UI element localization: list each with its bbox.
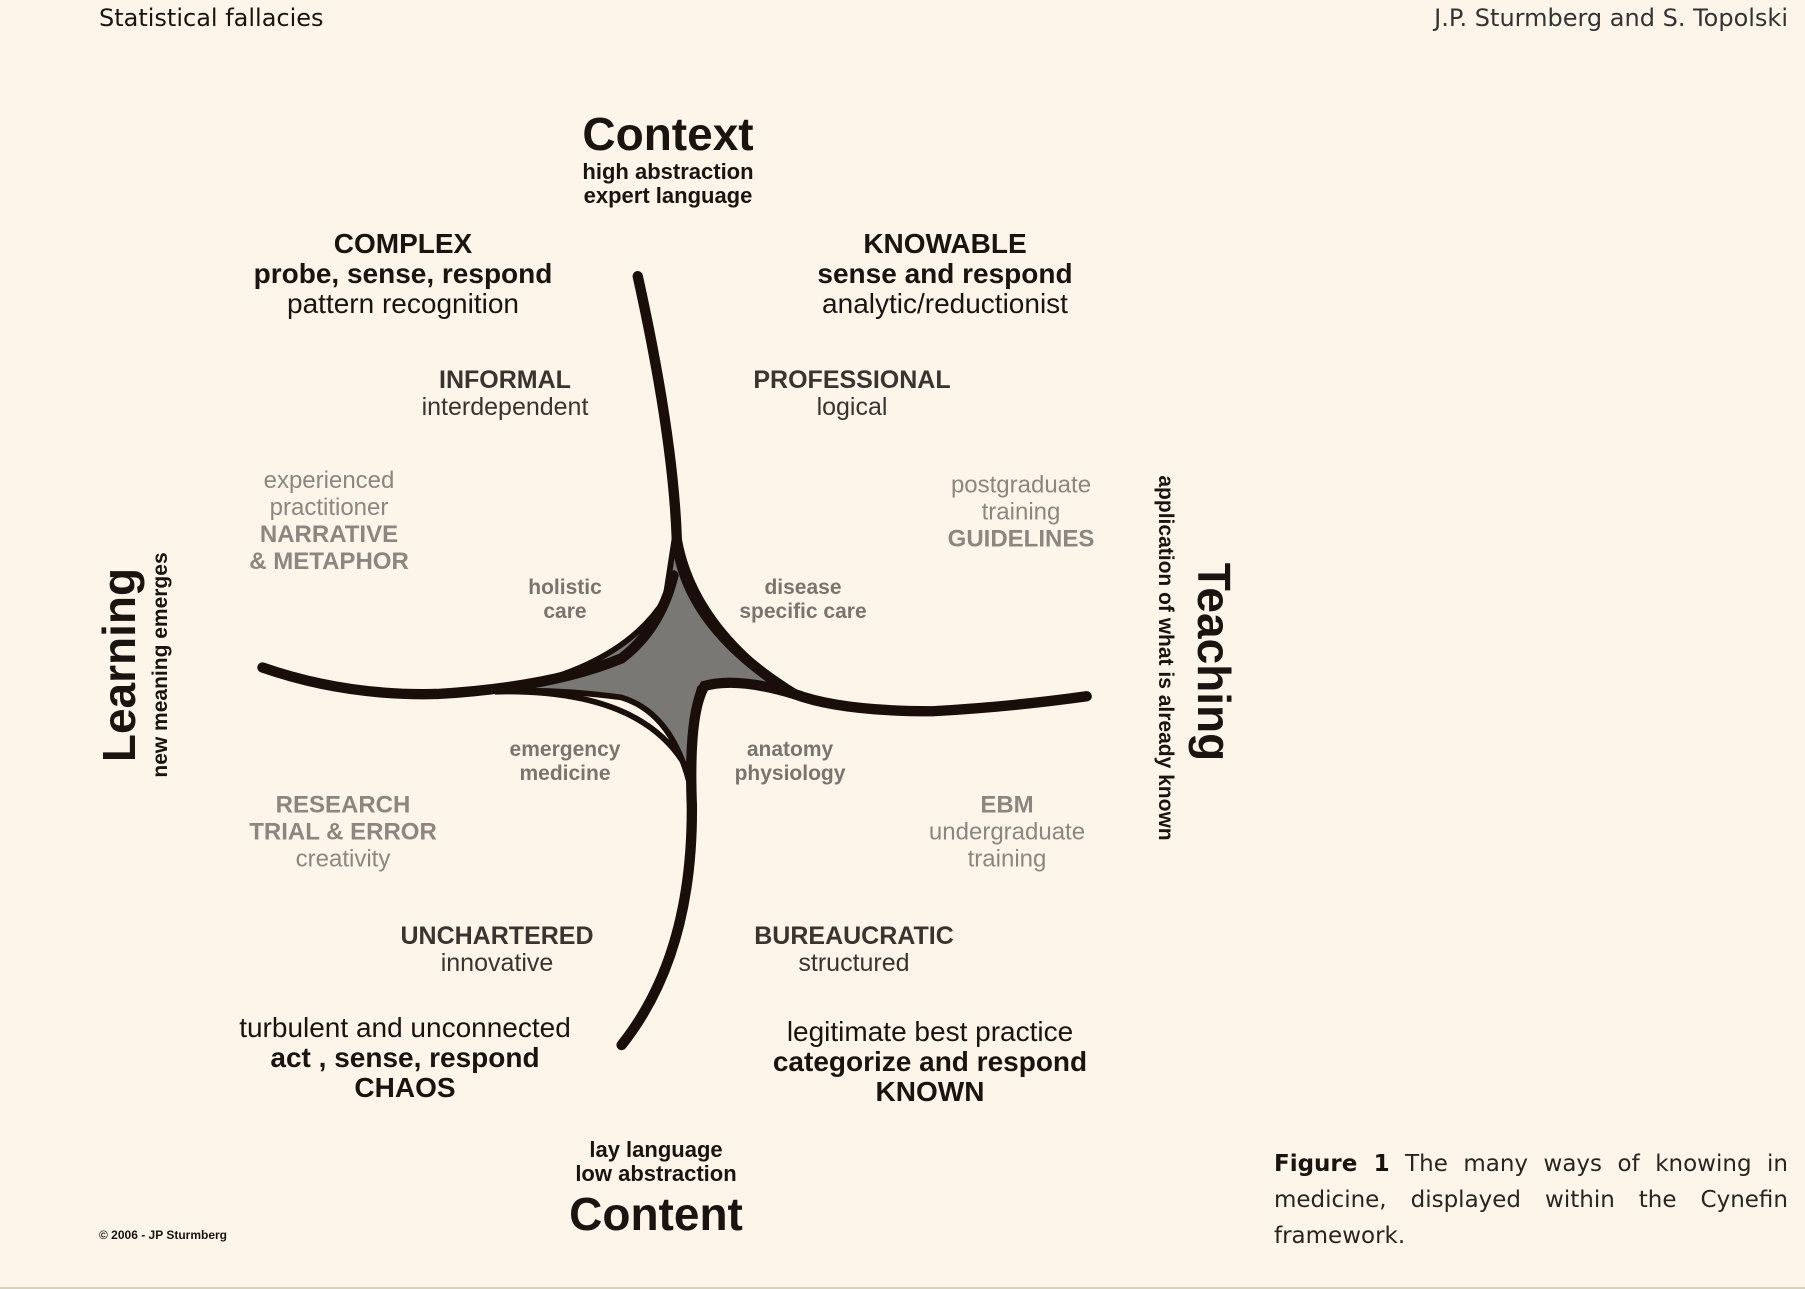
domain-title: CHAOS (354, 1072, 456, 1103)
domain-title: KNOWN (875, 1076, 985, 1107)
caption-text: The many ways of knowing in medicine, di… (1274, 1151, 1789, 1249)
top-arm (632, 271, 800, 700)
domain-desc: turbulent and unconnected (239, 1012, 571, 1043)
knowledge-research: RESEARCH TRIAL & ERROR creativity (249, 792, 437, 873)
care-line: care (543, 600, 587, 623)
knowledge-title: & METAPHOR (249, 548, 409, 575)
style-unchartered: UNCHARTERED innovative (400, 923, 593, 977)
domain-desc: legitimate best practice (786, 1016, 1074, 1047)
style-bureaucratic: BUREAUCRATIC structured (754, 923, 954, 977)
care-line: anatomy (746, 738, 834, 761)
care-line: holistic (528, 576, 602, 599)
care-anatomy: anatomy physiology (735, 738, 846, 786)
axis-left-subtitle: new meaning emerges (149, 552, 172, 778)
style-title: INFORMAL (439, 366, 571, 394)
axis-line: expert language (583, 183, 753, 208)
knowledge-line: experienced (263, 467, 395, 494)
style-desc: logical (816, 393, 888, 421)
bottom-arm (616, 677, 800, 1051)
running-header-right: J.P. Sturmberg and S. Topolski (1434, 4, 1788, 32)
axis-right-teaching: Teaching (1188, 562, 1240, 762)
domain-action: categorize and respond (772, 1046, 1088, 1077)
axis-line: low abstraction (575, 1161, 737, 1186)
copyright: © 2006 - JP Sturmberg (99, 1228, 228, 1242)
lower-left-edge (494, 688, 691, 773)
domain-title: KNOWABLE (863, 228, 1027, 259)
knowledge-title: EBM (980, 791, 1034, 819)
axis-bottom-content: lay language low abstraction Content (569, 1138, 743, 1242)
care-emergency: emergency medicine (510, 738, 621, 786)
care-holistic: holistic care (528, 576, 602, 624)
knowledge-line: postgraduate (950, 471, 1092, 499)
domain-action: act , sense, respond (270, 1042, 540, 1073)
axis-title: Context (582, 108, 754, 160)
style-desc: interdependent (421, 393, 589, 421)
axis-right-subtitle: application of what is already known (1154, 475, 1177, 841)
care-disease-specific: disease specific care (739, 576, 866, 624)
domain-chaos: turbulent and unconnected act , sense, r… (239, 1013, 571, 1103)
style-desc: structured (798, 949, 910, 977)
style-desc: innovative (440, 949, 554, 977)
knowledge-line: creativity (295, 845, 391, 873)
knowledge-ebm: EBM undergraduate training (929, 792, 1085, 873)
figure-caption: Figure 1 The many ways of knowing in med… (1274, 1146, 1788, 1254)
knowledge-line: practitioner (269, 494, 389, 521)
bottom-rule (0, 1287, 1805, 1289)
axis-top-context: Context high abstraction expert language (582, 108, 753, 208)
care-line: specific care (739, 600, 867, 623)
knowledge-title: TRIAL & ERROR (249, 818, 437, 846)
domain-title: COMPLEX (333, 228, 473, 259)
domain-action: probe, sense, respond (253, 258, 553, 289)
care-line: disease (764, 576, 842, 599)
running-header-left: Statistical fallacies (99, 4, 324, 32)
knowledge-title: GUIDELINES (947, 525, 1095, 553)
style-professional: PROFESSIONAL logical (753, 367, 950, 421)
style-informal: INFORMAL interdependent (422, 367, 589, 421)
domain-desc: analytic/reductionist (822, 288, 1068, 319)
knowledge-line: training (967, 845, 1047, 873)
domain-known: legitimate best practice categorize and … (773, 1017, 1087, 1107)
left-arm (257, 570, 679, 700)
axis-line: high abstraction (582, 159, 754, 184)
knowledge-guidelines: postgraduate training GUIDELINES (948, 472, 1095, 553)
style-title: BUREAUCRATIC (754, 922, 954, 950)
knowledge-narrative: experienced practitioner NARRATIVE & MET… (249, 467, 409, 575)
care-line: physiology (734, 762, 846, 785)
domain-action: sense and respond (817, 258, 1073, 289)
knowledge-title: NARRATIVE (259, 521, 399, 548)
care-line: medicine (519, 762, 611, 785)
knowledge-title: RESEARCH (275, 791, 411, 819)
axis-line: lay language (589, 1137, 723, 1162)
domain-desc: pattern recognition (287, 288, 519, 319)
knowledge-line: undergraduate (928, 818, 1086, 846)
domain-complex: COMPLEX probe, sense, respond pattern re… (254, 229, 553, 319)
style-title: PROFESSIONAL (753, 366, 951, 394)
care-line: emergency (509, 738, 621, 761)
style-title: UNCHARTERED (400, 922, 594, 950)
right-arm (789, 688, 1092, 717)
knowledge-line: training (981, 498, 1061, 526)
axis-title: Content (569, 1188, 743, 1240)
axis-left-learning: Learning (93, 567, 145, 763)
caption-label: Figure 1 (1274, 1151, 1390, 1177)
domain-knowable: KNOWABLE sense and respond analytic/redu… (817, 229, 1072, 319)
